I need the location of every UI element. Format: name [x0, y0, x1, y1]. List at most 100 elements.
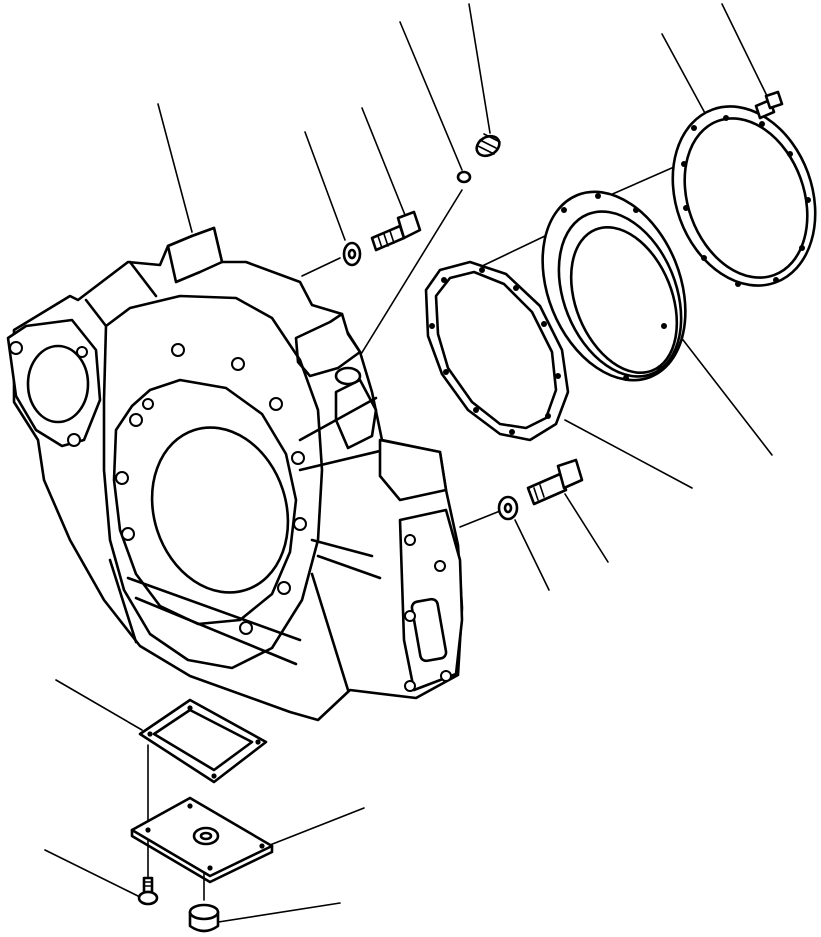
- seal-hole: [657, 365, 663, 371]
- bolt-hole: [239, 621, 253, 635]
- seal-hole: [633, 207, 639, 213]
- gasket-hole: [513, 285, 519, 291]
- housing-rib: [134, 596, 298, 666]
- bolt-hole: [404, 610, 416, 622]
- leader-line-cover-gasket: [55, 679, 143, 731]
- side-flange-window: [410, 597, 448, 663]
- cover-plate-hole: [259, 843, 265, 849]
- housing-rib: [310, 538, 374, 558]
- cover-plate-hole: [207, 865, 213, 871]
- leader-line-bolt-lower: [564, 493, 609, 563]
- seal-hole: [561, 207, 567, 213]
- housing-rib: [298, 448, 386, 472]
- seal-gasket-hole: [735, 281, 741, 287]
- bolt-hole: [9, 341, 23, 355]
- housing-rib: [128, 260, 158, 298]
- washer-hole: [347, 248, 357, 260]
- housing-face-ring: [112, 378, 298, 626]
- bolt-thread: [377, 235, 383, 249]
- cover-plate-boss-hole: [199, 831, 213, 841]
- housing-rib: [126, 576, 302, 642]
- cover-gasket: [138, 698, 268, 784]
- drain-plug-top: [188, 903, 220, 921]
- seal-gasket-hole: [787, 151, 793, 157]
- gasket-icon: [138, 698, 268, 784]
- cover-gasket-hole: [255, 739, 261, 745]
- seal-gasket-hole: [701, 255, 707, 261]
- bolt-hole: [129, 413, 143, 427]
- cover-plate-hole: [145, 827, 151, 833]
- cover-gasket-hole: [211, 773, 217, 779]
- leader-line-seal-gasket: [661, 33, 707, 116]
- screw-icon: [754, 90, 784, 120]
- seal-gasket: [671, 105, 817, 287]
- bolt-icon: [526, 458, 584, 506]
- seal-gasket-hole: [681, 161, 687, 167]
- cover-plate-edge: [130, 828, 274, 884]
- gasket-hole: [429, 323, 435, 329]
- cover-gasket-hole: [187, 705, 193, 711]
- washer-icon: [342, 241, 362, 267]
- cover-plate-boss: [192, 826, 220, 846]
- seal-gasket-hole: [683, 205, 689, 211]
- bolt-hole: [440, 670, 452, 682]
- housing-main-bore: [150, 426, 290, 594]
- bolt-thread: [539, 484, 545, 498]
- plug-thread: [477, 133, 501, 155]
- bolt-hole: [115, 471, 129, 485]
- bolt-hole: [404, 680, 416, 692]
- leader-line-gasket: [564, 419, 693, 489]
- housing-rib: [84, 298, 108, 328]
- seal-hole: [623, 375, 629, 381]
- oil-seal-inner: [569, 225, 679, 375]
- screw-head: [764, 90, 784, 110]
- axis-line-upper-bolt: [301, 257, 341, 277]
- housing-rib: [298, 396, 378, 442]
- housing-rib: [108, 558, 138, 644]
- bolt-hole: [142, 398, 154, 410]
- gasket-inner-edge: [434, 270, 558, 430]
- gasket: [424, 260, 570, 442]
- gasket-hole: [479, 267, 485, 273]
- gasket-hole: [509, 429, 515, 435]
- bolt-hole: [434, 560, 446, 572]
- leader-line-bolt: [361, 107, 406, 216]
- leader-line-screw: [721, 3, 769, 99]
- housing-top-boss-left: [166, 226, 224, 284]
- bolt-thread: [383, 233, 389, 247]
- oil-seal: [541, 190, 687, 382]
- leader-line-oil-seal: [679, 335, 773, 456]
- leader-lines: [44, 3, 773, 924]
- housing-rib: [316, 554, 382, 580]
- housing-right-pad: [378, 438, 448, 502]
- axis-line-gasket: [477, 235, 546, 269]
- seal-hole: [661, 323, 667, 329]
- bolt-thread: [533, 487, 539, 501]
- bolt-hole: [121, 527, 135, 541]
- seal-gasket-hole: [773, 277, 779, 283]
- gasket-hole: [443, 369, 449, 375]
- cover-plate-hole: [187, 803, 193, 809]
- plug-port: [334, 366, 362, 386]
- cover-screw-shank: [142, 876, 154, 894]
- gasket-hole: [473, 407, 479, 413]
- bolt-hole: [231, 357, 245, 371]
- bolt-hole: [171, 343, 185, 357]
- upper-bolt-assembly: [342, 210, 422, 267]
- washer-icon: [497, 495, 519, 521]
- leader-line-plug: [468, 3, 491, 134]
- seal-gasket-hole: [759, 121, 765, 127]
- plug-icon: [188, 903, 220, 933]
- bolt-icon: [370, 210, 422, 252]
- leader-line-cover-screw: [44, 849, 141, 898]
- cover-gasket-hole: [147, 731, 153, 737]
- flywheel-housing: [6, 226, 464, 722]
- bolt-hole: [277, 581, 291, 595]
- gasket-hole: [545, 413, 551, 419]
- seal-gasket-hole: [805, 197, 811, 203]
- seal-hole: [595, 193, 601, 199]
- seal-gasket-inner: [683, 117, 809, 279]
- housing-front-face: [102, 294, 324, 670]
